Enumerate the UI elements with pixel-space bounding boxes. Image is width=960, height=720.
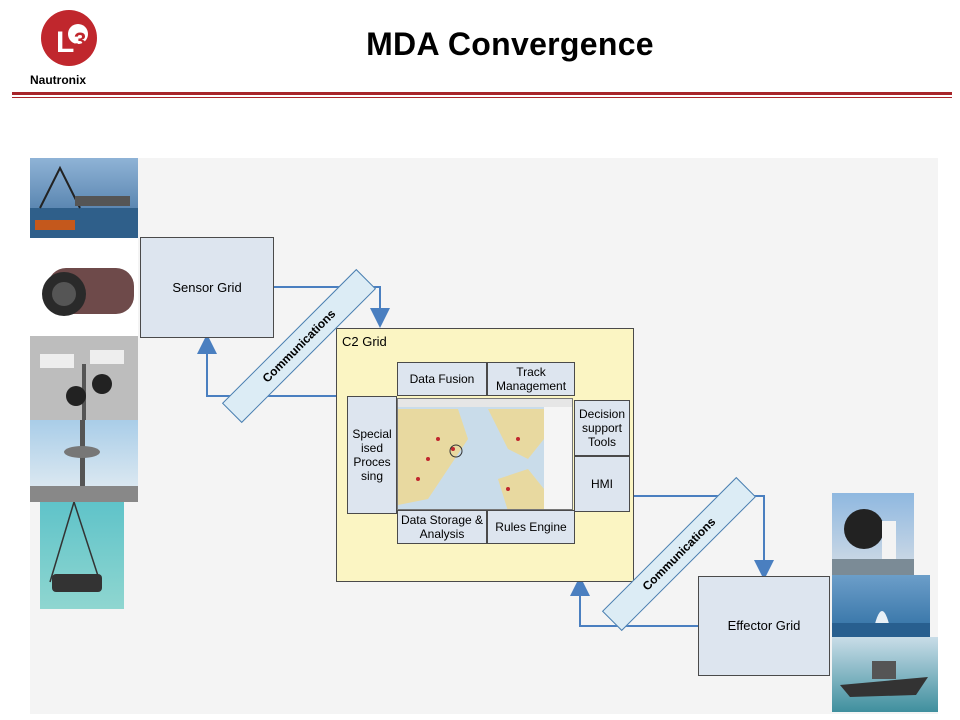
acoustic-device-photo [832, 493, 914, 575]
hmi-box: HMI [574, 456, 630, 512]
sensor-grid-box: Sensor Grid [140, 237, 274, 338]
water-splash-photo [832, 575, 930, 637]
decision-support-box: Decision support Tools [574, 400, 630, 456]
data-fusion-box: Data Fusion [397, 362, 487, 396]
svg-text:L: L [56, 26, 74, 59]
underwater-sensor-photo [40, 502, 124, 609]
effector-grid-box: Effector Grid [698, 576, 830, 676]
specialised-processing-box: Special ised Proces sing [347, 396, 397, 514]
page-title: MDA Convergence [366, 26, 654, 62]
oil-rig-photo [30, 158, 138, 238]
map-display-image [397, 398, 573, 510]
data-storage-box: Data Storage & Analysis [397, 510, 487, 544]
cctv-camera-photo [30, 238, 138, 336]
patrol-boat-photo [832, 637, 938, 712]
svg-text:3: 3 [74, 28, 86, 53]
brand-name: Nautronix [30, 73, 87, 87]
rules-engine-box: Rules Engine [487, 510, 575, 544]
header-divider [12, 92, 952, 95]
track-management-box: Track Management [487, 362, 575, 396]
l3-logo-icon: L 3 [41, 10, 97, 66]
header-divider-thin [12, 97, 952, 98]
surveillance-cameras-photo [30, 336, 138, 420]
ship-mast-radar-photo [30, 420, 138, 502]
c2-grid-label: C2 Grid [342, 334, 387, 349]
